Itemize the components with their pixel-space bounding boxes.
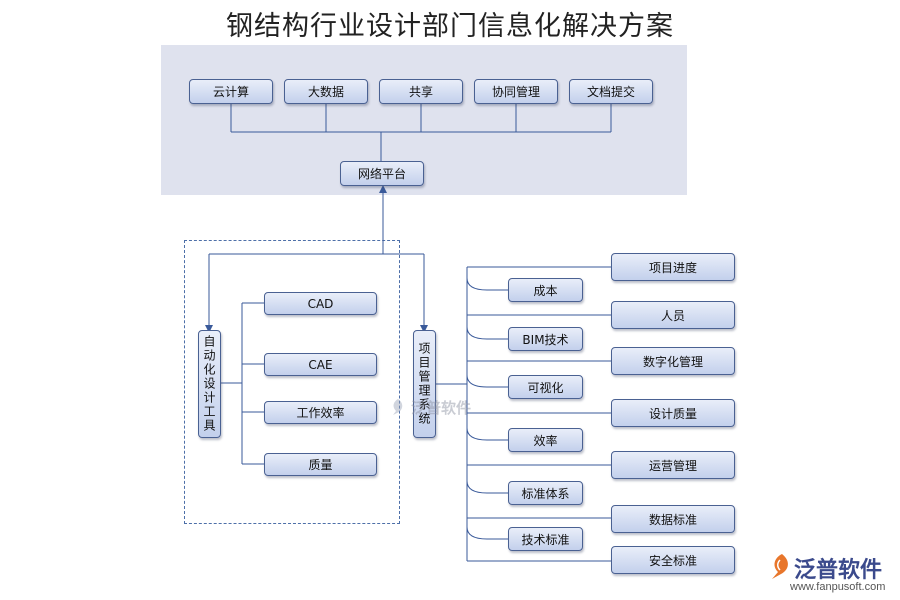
- node-cae: CAE: [264, 353, 377, 376]
- logo-leaf-icon: [772, 554, 788, 579]
- node-sharing: 共享: [379, 79, 463, 104]
- fanpu-logo: 泛普软件 www.fanpusoft.com: [768, 552, 893, 598]
- node-technical-standard: 技术标准: [508, 527, 583, 551]
- node-quality: 质量: [264, 453, 377, 476]
- node-personnel: 人员: [611, 301, 735, 329]
- node-data-standard: 数据标准: [611, 505, 735, 533]
- node-big-data: 大数据: [284, 79, 368, 104]
- node-digital-management: 数字化管理: [611, 347, 735, 375]
- top-panel: [161, 45, 687, 195]
- node-project-mgmt-system: 项目管理系统: [413, 330, 436, 438]
- node-visualization: 可视化: [508, 375, 583, 399]
- auto-design-dashed-frame: [184, 240, 400, 524]
- node-safety-standard: 安全标准: [611, 546, 735, 574]
- diagram-title: 钢结构行业设计部门信息化解决方案: [226, 11, 674, 42]
- node-cost: 成本: [508, 278, 583, 302]
- node-work-efficiency: 工作效率: [264, 401, 377, 424]
- logo-name: 泛普软件: [794, 558, 883, 583]
- node-document-submit: 文档提交: [569, 79, 653, 104]
- node-standard-system: 标准体系: [508, 481, 583, 505]
- node-cad: CAD: [264, 292, 377, 315]
- watermark-logo-icon: [393, 399, 403, 415]
- node-efficiency: 效率: [508, 428, 583, 452]
- node-project-progress: 项目进度: [611, 253, 735, 281]
- center-watermark-text: 泛普软件: [411, 398, 472, 417]
- node-cloud-computing: 云计算: [189, 79, 273, 104]
- node-bim: BIM技术: [508, 327, 583, 351]
- node-collaboration: 协同管理: [474, 79, 558, 104]
- center-watermark: 泛普软件: [388, 393, 488, 421]
- node-auto-design-tools: 自动化设计工具: [198, 330, 221, 438]
- node-operation-management: 运营管理: [611, 451, 735, 479]
- logo-url: www.fanpusoft.com: [790, 581, 886, 593]
- node-design-quality: 设计质量: [611, 399, 735, 427]
- node-network-platform: 网络平台: [340, 161, 424, 186]
